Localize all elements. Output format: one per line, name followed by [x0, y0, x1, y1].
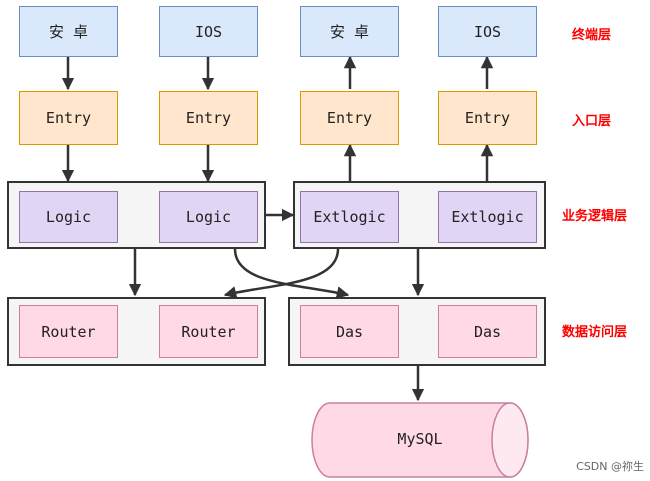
arrow-extlogic-router-curve — [223, 248, 340, 299]
mysql-label: MySQL — [397, 430, 443, 448]
layer-label-client: 终端层 — [572, 28, 612, 43]
das-box-1: Das — [300, 305, 399, 358]
router-box-2: Router — [159, 305, 258, 358]
layer-label-data: 数据访问层 — [562, 325, 628, 340]
watermark: CSDN @祢生 — [576, 460, 644, 473]
logic-box-1: Logic — [19, 191, 118, 243]
layer-label-entry: 入口层 — [572, 114, 612, 129]
entry-box-2: Entry — [159, 91, 258, 145]
logic-box-2: Logic — [159, 191, 258, 243]
mysql-cylinder — [311, 402, 529, 478]
entry-box-4: Entry — [438, 91, 537, 145]
das-box-2: Das — [438, 305, 537, 358]
extlogic-box-2: Extlogic — [438, 191, 537, 243]
client-ios-1: IOS — [159, 6, 258, 57]
client-android-2: 安 卓 — [300, 6, 399, 57]
layer-label-logic: 业务逻辑层 — [562, 209, 628, 224]
entry-box-1: Entry — [19, 91, 118, 145]
router-box-1: Router — [19, 305, 118, 358]
client-ios-2: IOS — [438, 6, 537, 57]
entry-box-3: Entry — [300, 91, 399, 145]
client-android-1: 安 卓 — [19, 6, 118, 57]
arrow-logic-das-curve — [233, 248, 350, 299]
extlogic-box-1: Extlogic — [300, 191, 399, 243]
